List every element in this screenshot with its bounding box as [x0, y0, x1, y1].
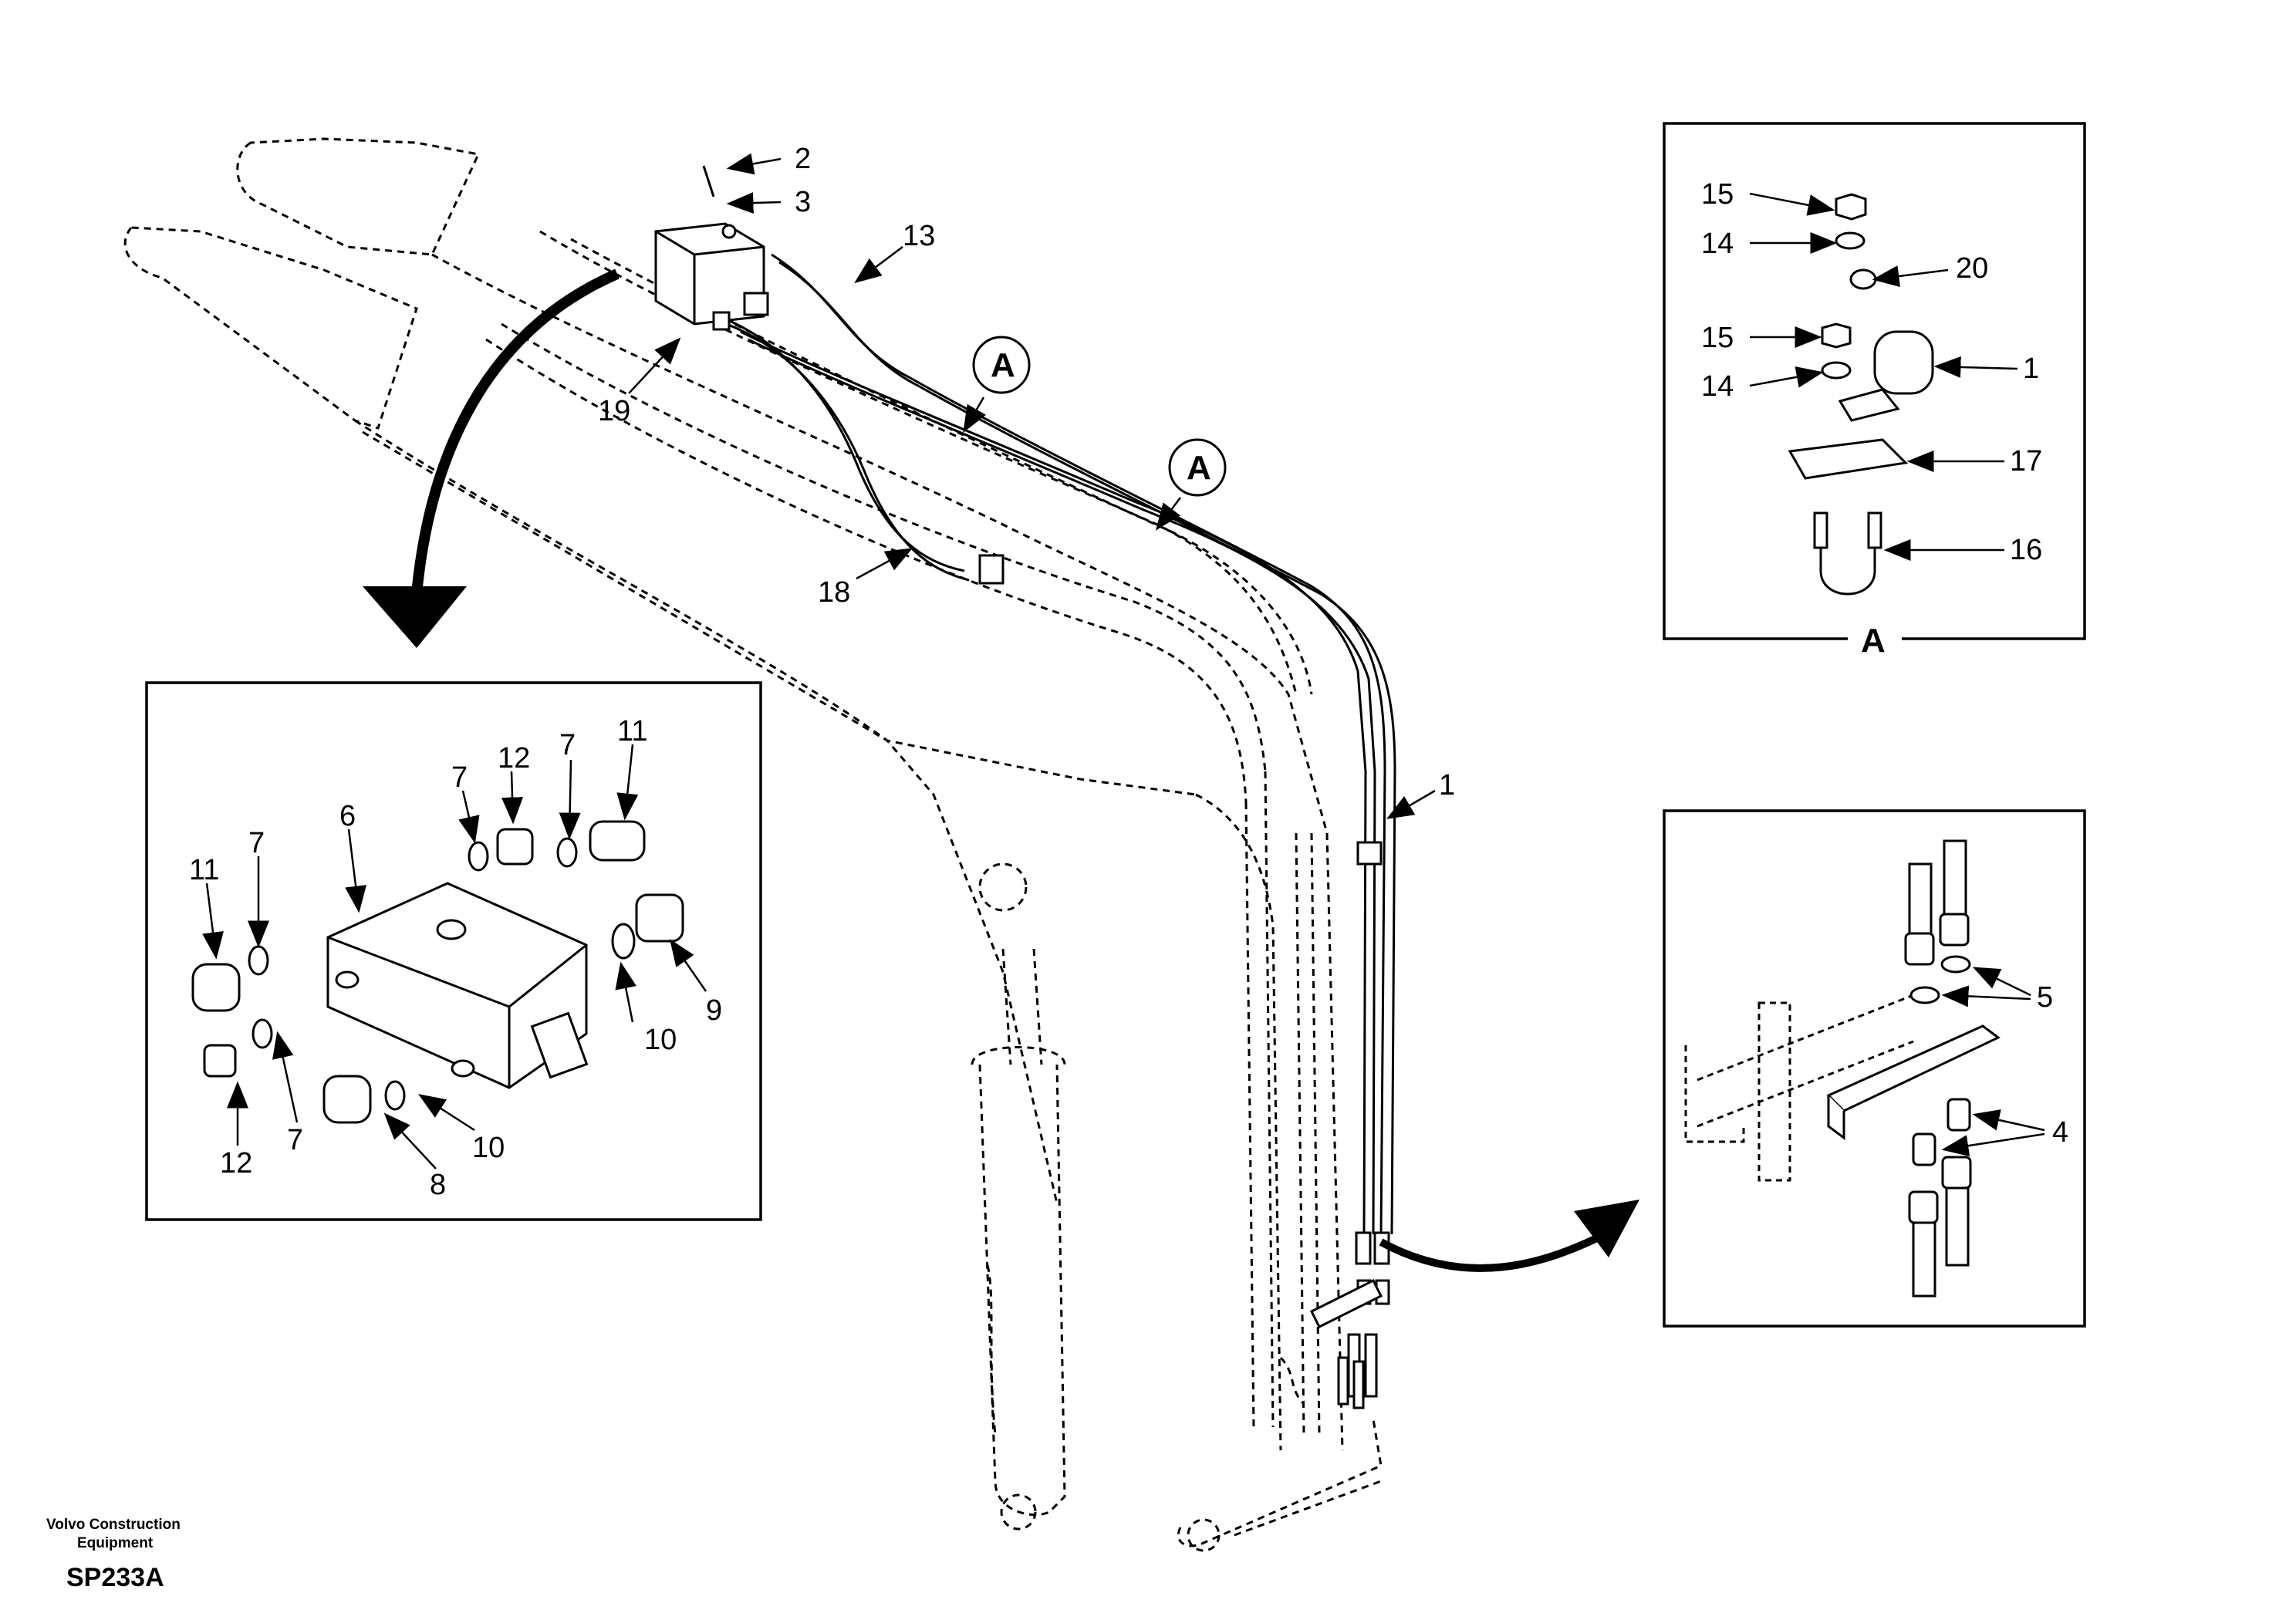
detail-callout-7-b: 7: [559, 729, 576, 761]
valve-callout-leaders: [202, 744, 707, 1169]
view-a-callout-leaders: [1749, 192, 2018, 561]
detail-callout-8: 8: [430, 1169, 446, 1201]
hose-clamp: [1356, 841, 1383, 866]
detail-callout-7-d: 7: [287, 1124, 303, 1156]
main-callout-leaders: [628, 153, 1436, 819]
callout-1-main: 1: [1439, 769, 1455, 802]
callout-19: 19: [598, 395, 630, 427]
view-a-label: A: [1861, 622, 1886, 660]
hydraulic-hoses: [694, 253, 1396, 1235]
view-a-label-bg: [1848, 626, 1902, 653]
view-a-marker-1-label: A: [991, 346, 1015, 384]
detail-callout-6: 6: [339, 800, 356, 832]
hose-end-fittings: [1309, 1231, 1390, 1409]
view-a-marker-2: [1168, 438, 1227, 497]
detail-callout-12-b: 12: [220, 1147, 252, 1180]
view-a-marker-2-label: A: [1187, 449, 1211, 487]
view-a-parts: [1788, 193, 1934, 596]
detail-arrow-left: [363, 268, 620, 648]
view-a-callout-15-a: 15: [1701, 178, 1734, 211]
detail-callout-9: 9: [706, 994, 722, 1027]
detail-callout-11-a: 11: [617, 715, 647, 748]
footer-company-line-1: Volvo Construction: [46, 1517, 181, 1533]
detail-callout-7-c: 7: [248, 827, 265, 859]
detail-box-bracket: [1663, 809, 2086, 1328]
view-a-marker-1: [972, 336, 1031, 394]
view-a-callout-15-b: 15: [1701, 322, 1734, 354]
callout-3: 3: [795, 186, 811, 218]
detail-callout-12-a: 12: [498, 742, 530, 775]
valve-exploded-parts: [191, 820, 684, 1124]
footer-company-line-2: Equipment: [77, 1535, 154, 1551]
view-a-callout-20: 20: [1956, 252, 1988, 285]
view-a-callout-1: 1: [2023, 353, 2039, 385]
callout-2: 2: [795, 143, 811, 175]
view-a-callout-16: 16: [2010, 534, 2042, 566]
bracket-parts: [1826, 839, 2001, 1298]
bracket-callout-4: 4: [2052, 1116, 2068, 1149]
detail-arrow-right: [1379, 1200, 1639, 1272]
callout-18: 18: [818, 576, 850, 609]
bracket-dashed-frame: [1684, 994, 1914, 1182]
detail-callout-10-a: 10: [472, 1132, 505, 1164]
view-a-callout-14-b: 14: [1701, 370, 1734, 403]
detail-callout-11-b: 11: [189, 854, 219, 886]
detail-callout-10-b: 10: [644, 1024, 677, 1056]
bracket-callout-leaders: [1941, 967, 2045, 1157]
footer-drawing-code: SP233A: [66, 1563, 164, 1592]
view-a-callout-14-a: 14: [1701, 228, 1734, 260]
view-a-callout-17: 17: [2010, 445, 2042, 478]
bracket-callout-5: 5: [2037, 981, 2053, 1014]
valve-block: [654, 165, 1004, 585]
detail-callout-7-a: 7: [451, 761, 468, 794]
callout-13: 13: [903, 220, 935, 252]
